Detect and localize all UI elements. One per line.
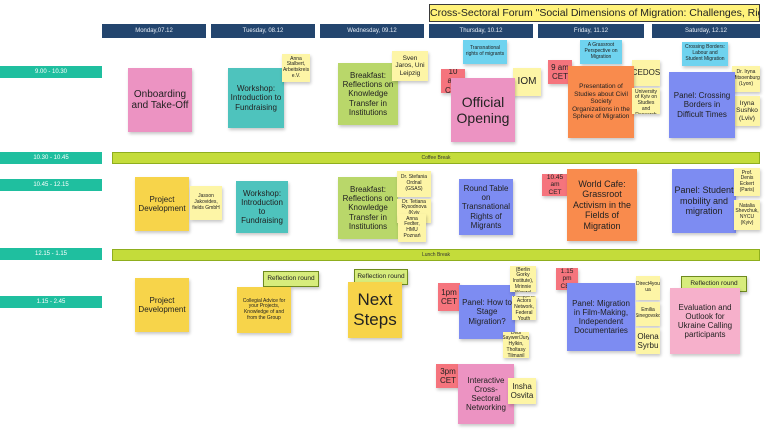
- sticky-note-evaluation-outlook[interactable]: Evaluation and Outlook for Ukraine Calli…: [670, 288, 740, 354]
- sticky-note-speaker[interactable]: Direct4you ua: [636, 276, 660, 300]
- sticky-note-official-opening[interactable]: Official Opening: [451, 78, 515, 142]
- sticky-note-reflection-round[interactable]: Reflection round: [263, 271, 319, 287]
- sticky-note-speaker[interactable]: Sven Jaros, Uni Leipzig: [392, 51, 428, 81]
- sticky-note-organization[interactable]: CEDOS: [632, 60, 660, 86]
- sticky-note-breakfast-reflections[interactable]: Breakfast: Reflections on Knowledge Tran…: [338, 63, 398, 125]
- sticky-note-speaker[interactable]: Debi Saywer/Jury Hylkin, Tholtasy Tilman…: [503, 332, 529, 358]
- sticky-note-time-label[interactable]: 9 am CET: [548, 60, 572, 84]
- day-header-monday: Monday,07.12: [102, 24, 206, 38]
- sticky-note-film-making-panel[interactable]: Panel: Migration in Film-Making, Indepen…: [567, 283, 635, 351]
- sticky-note-onboarding[interactable]: Onboarding and Take-Off: [128, 68, 192, 132]
- sticky-note-speaker[interactable]: Prof. Denis Eckert (Paris): [734, 168, 760, 196]
- sticky-note-speaker[interactable]: Information Institute of University of K…: [632, 88, 660, 114]
- sticky-note-time-label[interactable]: 3pm CET: [436, 364, 460, 388]
- day-header-tuesday: Tuesday, 08.12: [211, 24, 315, 38]
- sticky-note-speaker[interactable]: Dr. Stefania Ordnal (GSAS): [397, 171, 431, 197]
- sticky-note-civil-society-studies[interactable]: Presentation of Studies about Civil Soci…: [568, 66, 634, 138]
- sticky-note-speaker[interactable]: Emilia Sinegovsko: [636, 302, 660, 326]
- sticky-note-day-theme[interactable]: A Grassroot Perspective on Migration: [580, 40, 622, 64]
- sticky-note-fundraising-workshop-2[interactable]: Workshop: Introduction to Fundraising: [236, 181, 288, 233]
- time-slot-3: 10.45 - 12.15: [0, 179, 102, 191]
- sticky-note-breakfast-reflections-2[interactable]: Breakfast: Reflections on Knowledge Tran…: [338, 177, 398, 239]
- sticky-note-time-label[interactable]: 10.45 am CET: [542, 174, 568, 196]
- sticky-note-speaker[interactable]: Olena Syrbu: [636, 328, 660, 354]
- sticky-note-round-table[interactable]: Round Table on Transnational Rights of M…: [459, 179, 513, 235]
- sticky-note-project-development[interactable]: Project Development: [135, 177, 189, 231]
- sticky-note-speaker[interactable]: Iryna Sushko (Lviv): [734, 96, 760, 126]
- sticky-note-speaker[interactable]: Anna Fedter, HMU Poznań: [398, 214, 426, 242]
- lunch-break-band[interactable]: Lunch Break: [112, 249, 760, 261]
- sticky-note-speaker[interactable]: Dr. Iryna Mitsoenburg (Lyon): [732, 66, 760, 92]
- sticky-note-organization[interactable]: IOM: [513, 68, 541, 96]
- sticky-note-time-label[interactable]: 1pm CET: [438, 283, 460, 311]
- time-slot-1: 9.00 - 10.30: [0, 66, 102, 78]
- sticky-note-world-cafe[interactable]: World Cafe: Grassroot Activism in the Fi…: [567, 169, 637, 241]
- time-slot-2: 10.30 - 10.45: [0, 152, 102, 164]
- sticky-note-speaker[interactable]: Jasson Jakovides, fields GmbH: [190, 186, 222, 220]
- sticky-note-speaker[interactable]: Anna Stalbert, Arbeitskreis e.V.: [282, 54, 310, 82]
- forum-title: Cross-Sectoral Forum "Social Dimensions …: [429, 4, 760, 22]
- day-header-saturday: Saturday, 12.12: [652, 24, 760, 38]
- sticky-note-speaker[interactable]: Natalia Shevchuk, NYCU (Kyiv): [734, 200, 760, 230]
- day-header-friday: Friday, 11.12: [538, 24, 644, 38]
- sticky-note-organization[interactable]: Insha Osvita: [508, 378, 536, 404]
- day-header-wednesday: Wednesday, 09.12: [320, 24, 424, 38]
- sticky-note-student-mobility-panel[interactable]: Panel: Student mobility and migration: [672, 169, 736, 233]
- coffee-break-band[interactable]: Coffee Break: [112, 152, 760, 164]
- sticky-note-day-theme[interactable]: Crossing Borders: Labour and Student Mig…: [682, 42, 728, 66]
- sticky-note-collegial-advice[interactable]: Collegial Advice for your Projects, Know…: [237, 287, 291, 333]
- time-slot-5: 1.15 - 2.45: [0, 296, 102, 308]
- sticky-note-day-theme[interactable]: Transnational rights of migrants: [463, 40, 507, 64]
- sticky-note-speaker[interactable]: Lesley Schwarz (Berlin Gorky Institute),…: [510, 266, 536, 292]
- sticky-note-crossing-borders-panel[interactable]: Panel: Crossing Borders in Difficult Tim…: [669, 72, 735, 138]
- sticky-note-networking[interactable]: Interactive Cross-Sectoral Networking: [458, 364, 514, 424]
- sticky-note-panel-stage-migration[interactable]: Panel: How to Stage Migration?: [459, 285, 515, 339]
- day-header-thursday: Thursday, 10.12: [429, 24, 533, 38]
- sticky-note-next-steps[interactable]: Next Steps: [348, 282, 402, 338]
- time-slot-4: 12.15 - 1.15: [0, 248, 102, 260]
- sticky-note-project-development-2[interactable]: Project Development: [135, 278, 189, 332]
- sticky-note-speaker[interactable]: Manasea Philippine Actors Network, Feder…: [512, 296, 536, 320]
- sticky-note-fundraising-workshop[interactable]: Workshop: Introduction to Fundraising: [228, 68, 284, 128]
